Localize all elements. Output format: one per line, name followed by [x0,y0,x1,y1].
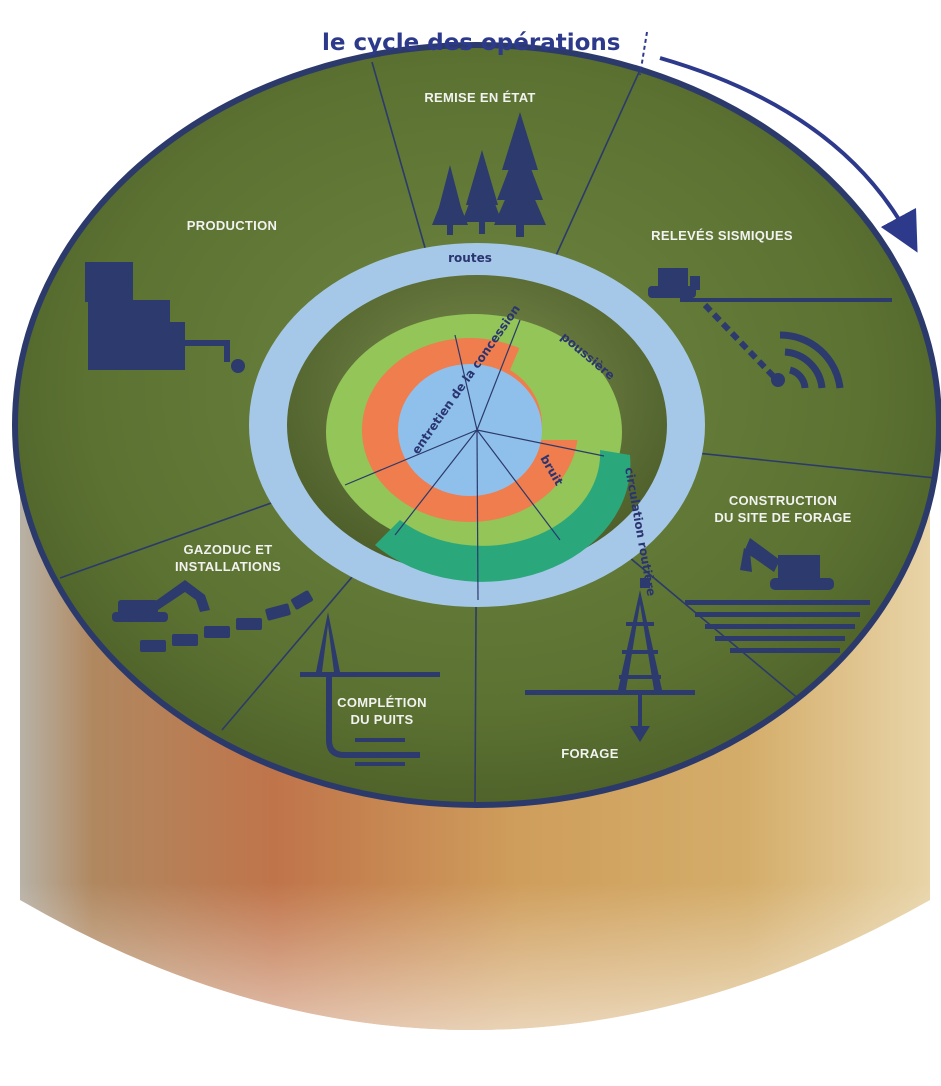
seismic-wave-icon [771,331,844,389]
routes-label: routes [448,251,492,265]
construction-label-1: CONSTRUCTION [729,493,837,508]
gazoduc-label-2: INSTALLATIONS [175,559,281,574]
pipeline-icon [112,580,313,652]
completion-label-2: DU PUITS [350,712,413,727]
tree-icon [432,112,546,237]
segment-labels: REMISE EN ÉTAT RELEVÉS SISMIQUES CONSTRU… [175,90,851,761]
cycle-title: le cycle des opérations [322,30,620,56]
bulldozer-icon [648,268,700,298]
cycle-title-text: le cycle des opérations [322,30,620,56]
ring-teal-arc [375,450,631,582]
derrick-icon [525,578,695,742]
ring-center [398,364,542,496]
excavator-icon [740,538,834,590]
ring-orange-green-gap [510,335,583,440]
forage-label: FORAGE [561,746,618,761]
factory-icon [85,262,185,370]
seismic-dashed-line [702,302,778,381]
cycle-arrow [659,56,918,253]
rings [249,243,705,607]
releves-label: RELEVÉS SISMIQUES [651,228,793,243]
completion-derrick-icon [300,612,440,766]
remise-label: REMISE EN ÉTAT [424,90,535,105]
construction-ground-lines [685,600,870,653]
completion-label-1: COMPLÉTION [337,695,427,710]
faucet-icon [180,340,245,373]
gazoduc-label-1: GAZODUC ET [184,542,273,557]
production-label: PRODUCTION [187,218,277,233]
start-marker [639,31,648,76]
construction-label-2: DU SITE DE FORAGE [714,510,851,525]
